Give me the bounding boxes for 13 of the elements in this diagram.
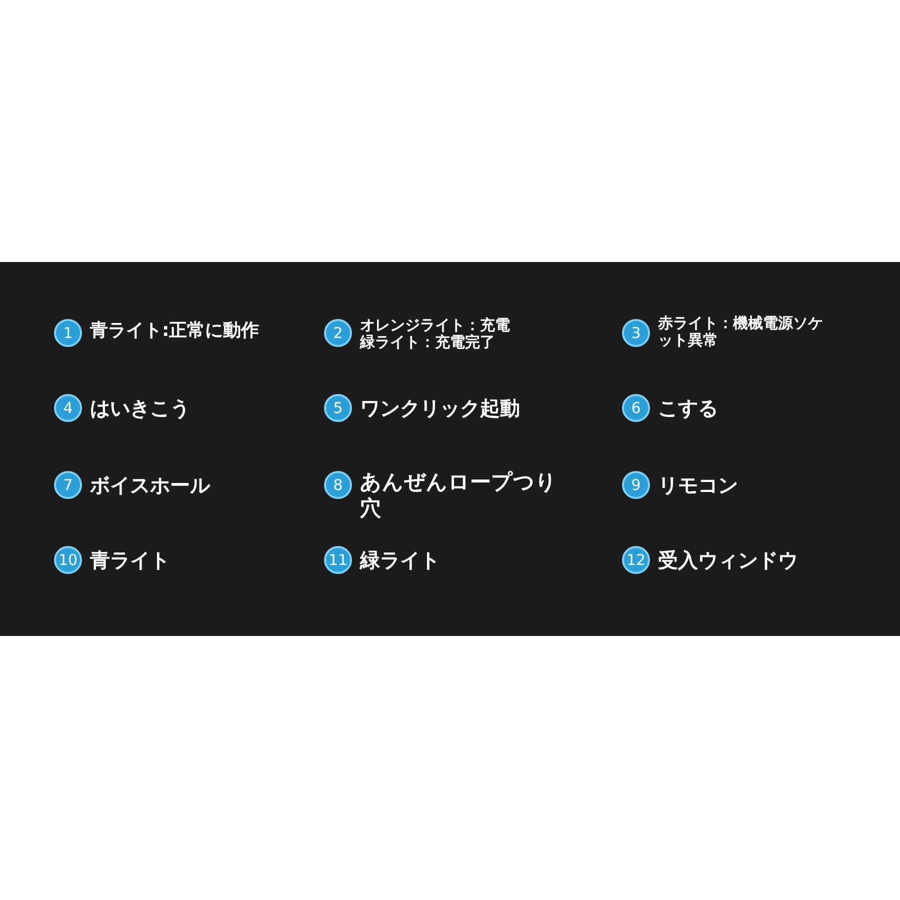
- item-label: はいきこう: [90, 395, 190, 422]
- item-label: こする: [658, 395, 718, 422]
- item-label: 赤ライト：機械電源ソケット異常: [658, 315, 824, 349]
- item-label: 青ライト: [90, 547, 170, 574]
- item-label: ボイスホール: [90, 472, 210, 499]
- item-label: リモコン: [658, 472, 738, 499]
- item-label: 受入ウィンドウ: [658, 547, 798, 574]
- item-label: 緑ライト：充電完了: [360, 334, 495, 351]
- item-label: ワンクリック起動: [360, 395, 520, 422]
- item-label: 緑ライト: [360, 547, 440, 574]
- item-label: オレンジライト：充電: [360, 317, 510, 334]
- item-label: 青ライト:正常に動作: [90, 319, 260, 343]
- item-label: あんぜんロープつり穴: [360, 469, 558, 521]
